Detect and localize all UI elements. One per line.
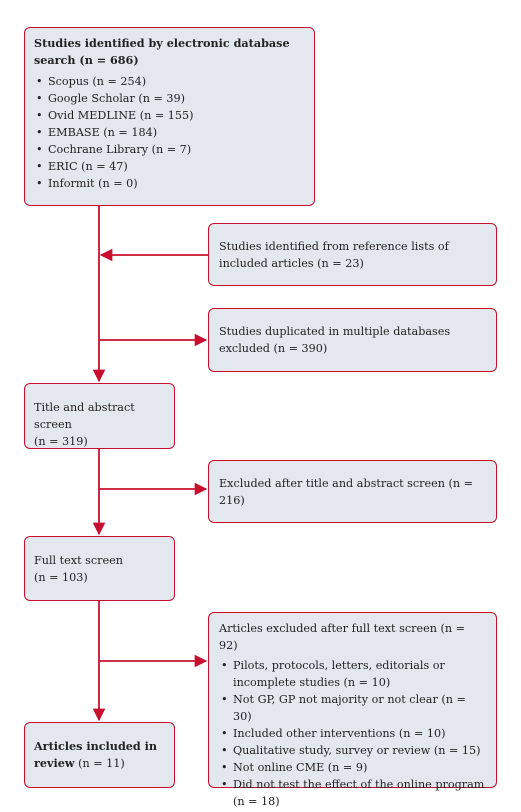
full-text-exclusions-box: Articles excluded after full text screen… (208, 612, 497, 808)
database-search-box: Studies identified by electronic databas… (24, 27, 315, 206)
list-item: Cochrane Library (n = 7) (34, 141, 305, 158)
list-item: Scopus (n = 254) (34, 73, 305, 90)
included-articles-label: Articles included in review (34, 739, 157, 770)
title-abstract-count: (n = 319) (34, 435, 88, 448)
duplicates-box: Studies duplicated in multiple databases… (208, 308, 497, 372)
included-articles-box: Articles included in review (n = 11) (24, 722, 175, 788)
list-item: Not online CME (n = 9) (219, 759, 486, 776)
reference-lists-text: Studies identified from reference lists … (219, 240, 449, 270)
list-item: Included other interventions (n = 10) (219, 725, 486, 742)
full-text-exclusions-heading: Articles excluded after full text screen… (219, 622, 465, 652)
list-item: Did not test the effect of the online pr… (219, 776, 486, 810)
reference-lists-box: Studies identified from reference lists … (208, 223, 497, 286)
duplicates-text: Studies duplicated in multiple databases… (219, 325, 451, 355)
list-item: Google Scholar (n = 39) (34, 90, 305, 107)
exclusion-reasons-list: Pilots, protocols, letters, editorials o… (219, 657, 486, 810)
list-item: ERIC (n = 47) (34, 158, 305, 175)
list-item: Not GP, GP not majority or not clear (n … (219, 691, 486, 725)
full-text-screen-box: Full text screen (n = 103) (24, 536, 175, 601)
list-item: Pilots, protocols, letters, editorials o… (219, 657, 486, 691)
list-item: Ovid MEDLINE (n = 155) (34, 107, 305, 124)
title-exclusions-box: Excluded after title and abstract screen… (208, 460, 497, 523)
title-exclusions-text: Excluded after title and abstract screen… (219, 476, 474, 507)
database-list: Scopus (n = 254) Google Scholar (n = 39)… (34, 73, 305, 192)
full-text-label: Full text screen (34, 554, 123, 567)
full-text-count: (n = 103) (34, 571, 88, 584)
list-item: EMBASE (n = 184) (34, 124, 305, 141)
title-abstract-label: Title and abstract screen (34, 401, 135, 431)
included-articles-count: (n = 11) (78, 757, 125, 770)
list-item: Qualitative study, survey or review (n =… (219, 742, 486, 759)
database-search-title: Studies identified by electronic databas… (34, 36, 290, 67)
title-abstract-screen-box: Title and abstract screen (n = 319) (24, 383, 175, 449)
list-item: Informit (n = 0) (34, 175, 305, 192)
